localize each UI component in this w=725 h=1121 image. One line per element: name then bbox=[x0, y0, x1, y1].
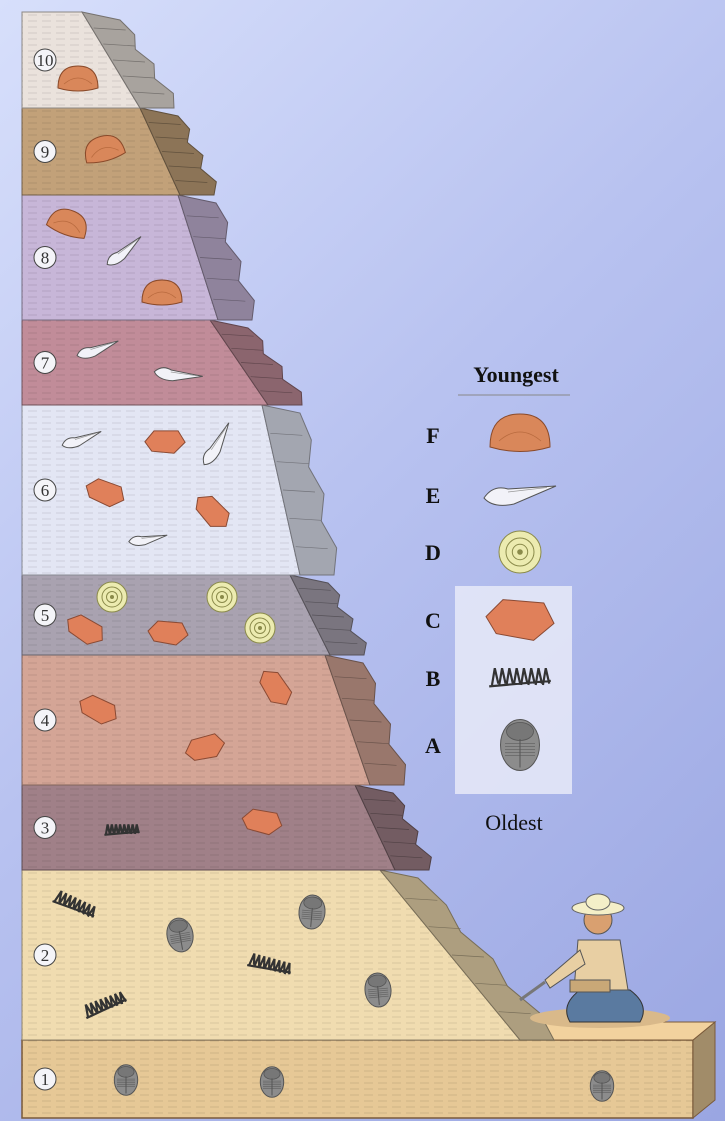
legend-item-F: F bbox=[426, 423, 439, 448]
fossil-D-icon bbox=[245, 613, 275, 643]
legend-item-D: D bbox=[425, 540, 441, 565]
layer-number-label: 7 bbox=[41, 354, 50, 373]
trilobite-icon bbox=[501, 720, 540, 771]
legend-letter: E bbox=[426, 483, 441, 508]
stratum-layer-5: 5 bbox=[22, 575, 366, 655]
layer-number-label: 1 bbox=[41, 1070, 50, 1089]
legend-item-E: E bbox=[426, 483, 441, 508]
legend-youngest-label: Youngest bbox=[473, 362, 559, 387]
stratum-layer-7: 7 bbox=[22, 320, 302, 405]
stratum-layer-3: 3 bbox=[22, 785, 431, 870]
layer-number-label: 10 bbox=[37, 51, 54, 70]
geologist-icon bbox=[520, 894, 670, 1028]
legend-letter: A bbox=[425, 733, 441, 758]
clam-shell-icon bbox=[490, 414, 550, 452]
ammonite-icon bbox=[499, 531, 541, 573]
legend-letter: C bbox=[425, 608, 441, 633]
fossil-D-icon bbox=[97, 582, 127, 612]
layer-number-label: 5 bbox=[41, 606, 50, 625]
legend-item-B: B bbox=[426, 666, 441, 691]
layer-number-label: 4 bbox=[41, 711, 50, 730]
fossil-D-icon bbox=[207, 582, 237, 612]
fossil-A-icon bbox=[114, 1065, 137, 1096]
legend-letter: B bbox=[426, 666, 441, 691]
layer-number-label: 8 bbox=[41, 249, 50, 268]
legend-item-A: A bbox=[425, 733, 441, 758]
cone-shell-icon bbox=[484, 486, 556, 505]
stratum-layer-4: 4 bbox=[22, 655, 406, 785]
fossil-A-icon bbox=[590, 1071, 613, 1102]
legend-oldest-label: Oldest bbox=[485, 810, 542, 835]
legend-letter: F bbox=[426, 423, 439, 448]
layer-number-label: 3 bbox=[41, 819, 50, 838]
layer-number-label: 6 bbox=[41, 481, 50, 500]
stratum-layer-10: 10 bbox=[22, 12, 174, 108]
stratum-layer-6: 6 bbox=[22, 405, 337, 575]
layer-number-label: 2 bbox=[41, 946, 50, 965]
fossil-A-icon bbox=[260, 1067, 283, 1098]
layer-number-label: 9 bbox=[41, 143, 50, 162]
stratum-layer-2: 2 bbox=[22, 870, 554, 1040]
legend-item-C: C bbox=[425, 608, 441, 633]
legend-letter: D bbox=[425, 540, 441, 565]
